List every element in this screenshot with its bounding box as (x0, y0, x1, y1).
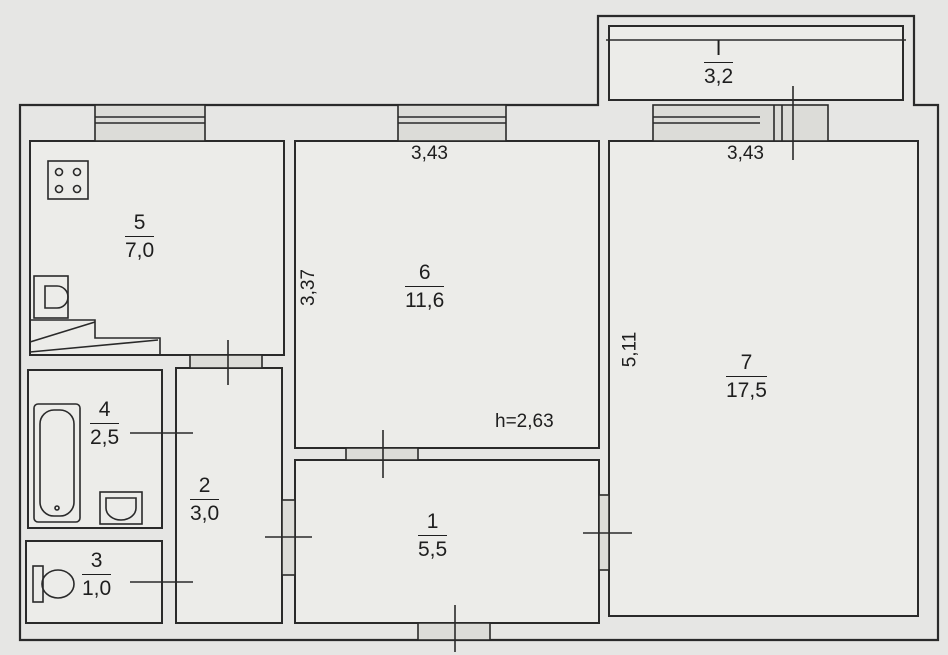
entrance-door (417, 605, 491, 652)
room-7-number: 7 (726, 352, 767, 377)
room-1-area: 5,5 (418, 538, 448, 561)
room-6-depth-dim: 3,37 (297, 269, 319, 306)
room-2-area: 3,0 (190, 502, 220, 525)
door-room-7 (583, 494, 632, 571)
counter-hatch (29, 319, 161, 355)
room-5-kitchen (29, 140, 285, 356)
stove-icon (47, 160, 89, 200)
room-7-label: 7 17,5 (726, 352, 767, 401)
room-4-number: 4 (90, 399, 120, 424)
room-2-hall (175, 367, 283, 624)
room-5-area: 7,0 (125, 239, 155, 262)
window-kitchen (94, 104, 206, 142)
room-2-label: 2 3,0 (190, 475, 220, 525)
ceiling-height: h=2,63 (495, 411, 554, 432)
window-room-7 (652, 104, 829, 142)
door-kitchen (189, 340, 263, 385)
balcony-number: I (704, 38, 734, 63)
room-6 (294, 140, 600, 449)
room-2-number: 2 (190, 475, 220, 500)
room-3-number: 3 (82, 550, 112, 575)
outer-wall (18, 14, 940, 642)
kitchen-sink-icon (33, 275, 69, 319)
balcony-area-value: 3,2 (704, 65, 734, 88)
balcony-label: I 3,2 (704, 38, 734, 88)
room-7-width-dim: 3,43 (727, 143, 764, 164)
room-7-depth-dim: 5,11 (619, 331, 641, 368)
toilet-icon (32, 565, 75, 603)
room-6-label: 6 11,6 (405, 262, 445, 312)
room-6-width-dim: 3,43 (411, 143, 448, 164)
room-3-area: 1,0 (82, 577, 112, 600)
room-5-label: 5 7,0 (125, 212, 155, 262)
room-4-area: 2,5 (90, 426, 120, 449)
bathtub-icon (33, 403, 81, 523)
balcony-area (608, 25, 904, 101)
room-1-label: 1 5,5 (418, 511, 448, 561)
room-4-bathroom (27, 369, 163, 529)
room-1-number: 1 (418, 511, 448, 536)
room-5-number: 5 (125, 212, 155, 237)
room-6-area: 11,6 (405, 289, 445, 312)
window-room-6 (397, 104, 507, 142)
door-hall-corridor (265, 499, 312, 576)
room-7 (608, 140, 919, 617)
room-7-area: 17,5 (726, 379, 767, 402)
room-1-corridor (294, 459, 600, 624)
room-3-label: 3 1,0 (82, 550, 112, 600)
room-4-label: 4 2,5 (90, 399, 120, 449)
washbasin-icon (99, 491, 143, 525)
door-room-6 (345, 430, 419, 478)
room-6-number: 6 (405, 262, 445, 287)
